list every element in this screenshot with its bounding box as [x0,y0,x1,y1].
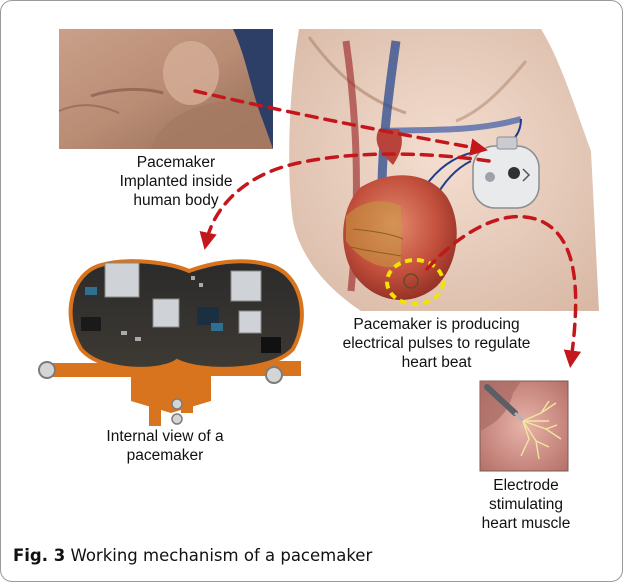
skin-implant-photo [59,29,273,149]
internal-label-line-1: Internal view of a [85,427,245,446]
skin-label-line-3: human body [111,191,241,210]
heart-muscle-inset [480,381,568,471]
skin-label: Pacemaker Implanted inside human body [111,153,241,210]
caption-text: Working mechanism of a pacemaker [70,546,372,565]
electrode-label-line-1: Electrode [475,476,577,495]
caption-figure-number: Fig. 3 [13,546,65,565]
circuit-board [39,259,302,426]
pulse-label: Pacemaker is producing electrical pulses… [329,315,544,372]
pulse-label-line-2: electrical pulses to regulate [329,334,544,353]
skin-label-line-2: Implanted inside [111,172,241,191]
electrode-label-line-2: stimulating [475,495,577,514]
figure-caption: Fig. 3 Working mechanism of a pacemaker [13,546,372,565]
pulse-label-line-1: Pacemaker is producing [329,315,544,334]
internal-label-line-2: pacemaker [85,446,245,465]
pulse-label-line-3: heart beat [329,353,544,372]
skin-label-line-1: Pacemaker [111,153,241,172]
electrode-label: Electrode stimulating heart muscle [475,476,577,533]
internal-view-label: Internal view of a pacemaker [85,427,245,465]
electrode-label-line-3: heart muscle [475,514,577,533]
chest-illustration [289,29,599,311]
